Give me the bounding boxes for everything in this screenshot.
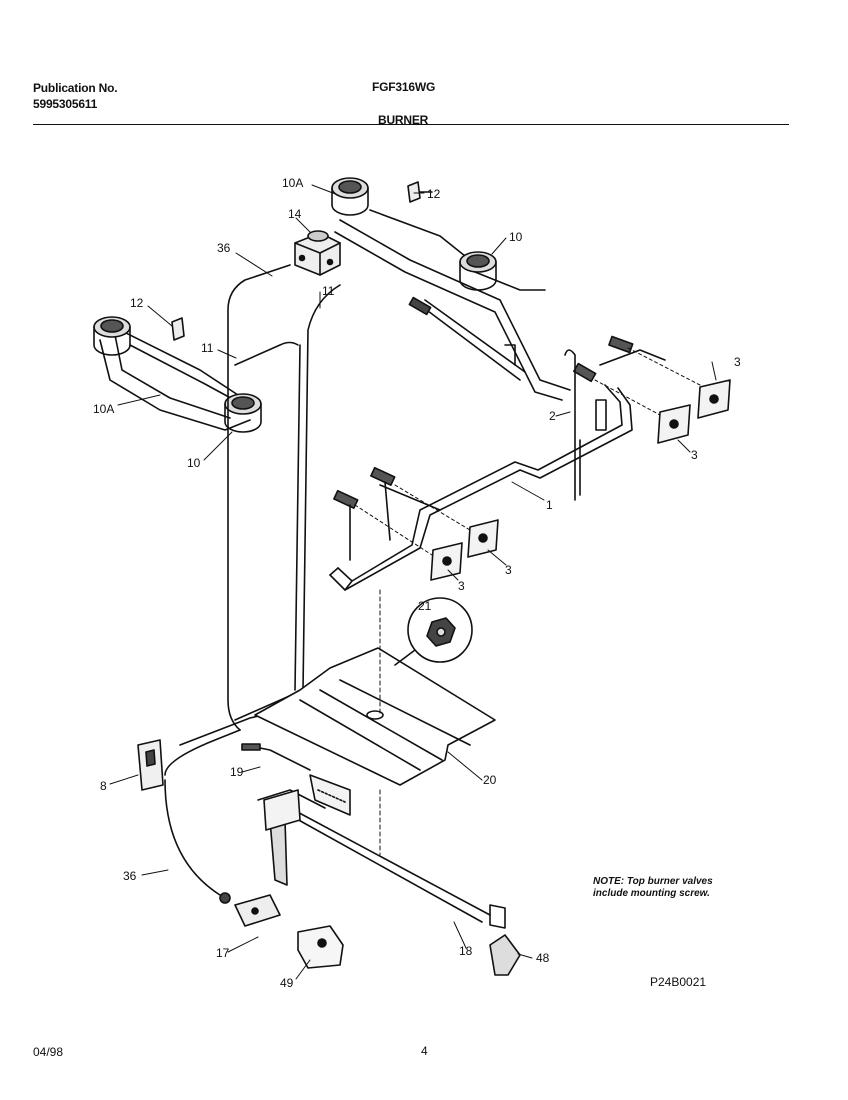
callout-3-a: 3: [734, 355, 741, 369]
callout-10A-left: 10A: [93, 402, 114, 416]
bracket-48: [489, 934, 521, 976]
burner-head-10A-top: [331, 177, 369, 216]
callout-2: 2: [549, 409, 556, 423]
section-title: BURNER: [378, 113, 429, 127]
nut-detail-21: [394, 597, 473, 666]
callout-3-d: 3: [505, 563, 512, 577]
igniter: [241, 743, 351, 816]
callout-10-left: 10: [187, 456, 201, 470]
burner-head-10-left: [224, 393, 262, 433]
callout-10-top: 10: [509, 230, 523, 244]
callout-3-b: 3: [691, 448, 698, 462]
diagram-reference: P24B0021: [650, 975, 707, 989]
gas-tubing: [179, 264, 341, 746]
bracket-12-top: [407, 181, 433, 203]
left-burner-rail: [99, 329, 251, 431]
burner-valves: [333, 296, 666, 561]
publication-label: Publication No.: [33, 81, 118, 95]
mounting-bracket-2: [504, 344, 607, 501]
callout-14: 14: [288, 207, 302, 221]
callout-36-bottom: 36: [123, 869, 137, 883]
note-line-1: NOTE: Top burner valves: [593, 876, 713, 887]
callout-11-top: 11: [322, 284, 335, 298]
callout-49: 49: [280, 976, 294, 990]
mounting-note: NOTE: Top burner valves include mounting…: [593, 876, 713, 900]
burner-head-10-right: [459, 251, 497, 291]
knob-plates: [354, 347, 731, 581]
bake-burner-tube: [257, 789, 506, 929]
callout-20: 20: [483, 773, 497, 787]
burner-shield: [254, 589, 496, 786]
callout-19: 19: [230, 765, 244, 779]
callout-1: 1: [546, 498, 553, 512]
callout-12-left: 12: [130, 296, 144, 310]
note-line-2: include mounting screw.: [593, 888, 710, 899]
bracket-12-left: [171, 317, 185, 341]
publication-number: 5995305611: [33, 97, 98, 111]
oven-thermostat-valve: [164, 729, 344, 969]
callout-12-top: 12: [427, 187, 441, 201]
callout-11-left: 11: [201, 341, 214, 355]
burner-head-10A-left: [93, 316, 131, 356]
right-burner-rail: [334, 209, 571, 401]
footer-date: 04/98: [33, 1045, 64, 1059]
callout-48: 48: [536, 951, 550, 965]
header-rule: [33, 124, 789, 125]
page-number: 4: [421, 1044, 428, 1058]
manifold-tube: [329, 384, 633, 591]
pressure-regulator: [294, 230, 341, 276]
callout-leaders: [109, 184, 717, 980]
model-number: FGF316WG: [372, 80, 436, 94]
callout-18: 18: [459, 944, 473, 958]
callout-8: 8: [100, 779, 107, 793]
spark-module-clip: [137, 739, 164, 791]
callout-10A-top: 10A: [282, 176, 303, 190]
callout-17: 17: [216, 946, 230, 960]
callout-21: 21: [418, 599, 432, 613]
callout-3-c: 3: [458, 579, 465, 593]
callout-36-top: 36: [217, 241, 231, 255]
